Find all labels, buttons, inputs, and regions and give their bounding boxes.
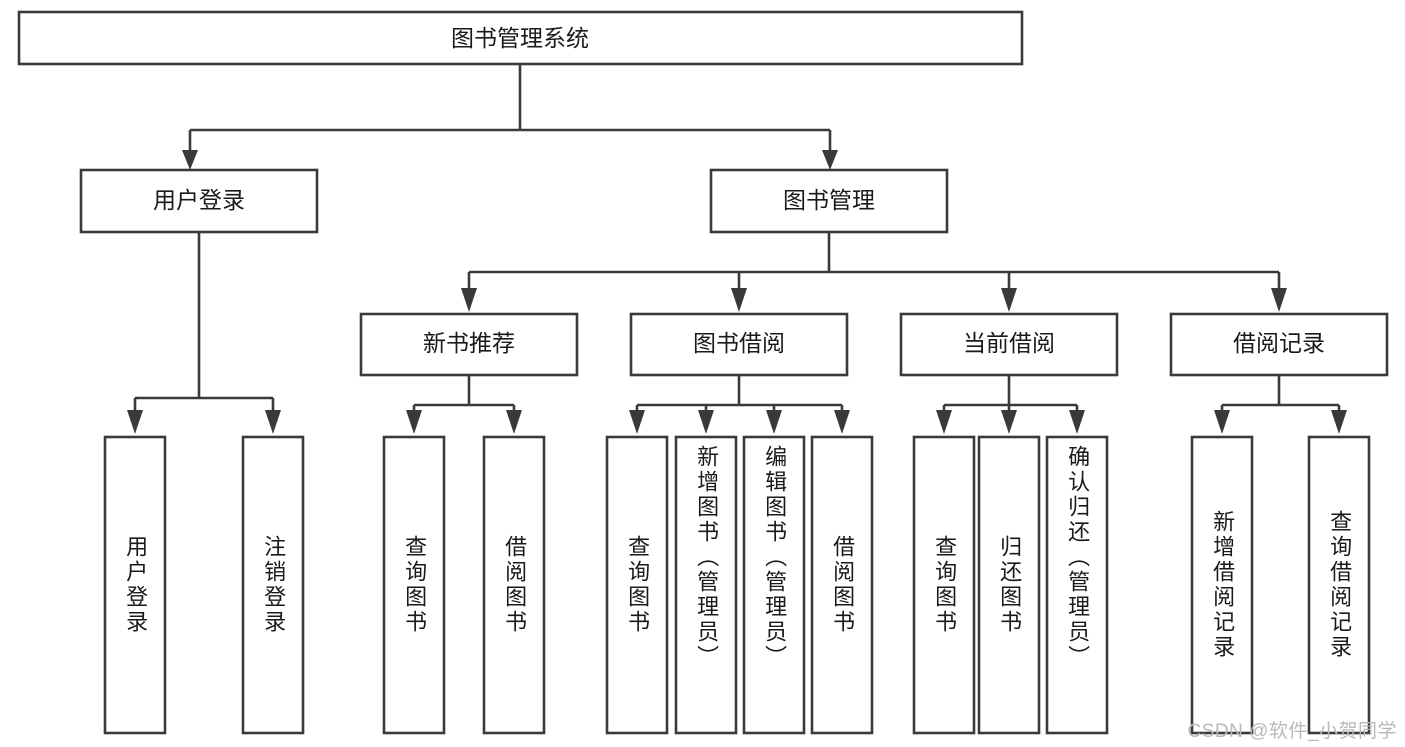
leaf-box-bb-edit-book[interactable]	[742, 435, 806, 735]
leaf-box-cb-confirm-return[interactable]	[1045, 435, 1109, 735]
arrow-nb-leaf-1	[406, 410, 422, 434]
arrow-bb-leaf-3	[766, 410, 782, 434]
arrow-cb-leaf-3	[1069, 410, 1085, 434]
arrow-to-borrow-record	[1271, 288, 1287, 312]
leaf-box-cb-query-book[interactable]	[912, 435, 976, 735]
arrow-to-leaf-user-login	[127, 410, 143, 434]
arrow-br-leaf-2	[1331, 410, 1347, 434]
node-current-borrow-label: 当前借阅	[963, 330, 1055, 356]
node-borrow-record-label: 借阅记录	[1233, 330, 1325, 356]
connector-borrow-record-bus	[1220, 375, 1341, 418]
arrow-br-leaf-1	[1214, 410, 1230, 434]
node-book-borrow-label: 图书借阅	[693, 330, 785, 356]
arrow-to-current-borrow	[1001, 288, 1017, 312]
csdn-watermark: CSDN @软件_小贺同学	[1187, 721, 1397, 742]
leaf-box-cb-return-book[interactable]	[977, 435, 1041, 735]
connector-book-borrow-bus	[635, 375, 844, 418]
leaf-box-bb-add-book[interactable]	[674, 435, 738, 735]
node-user-login-label: 用户登录	[153, 187, 245, 213]
node-new-book-box[interactable]	[359, 312, 579, 377]
leaf-box-nb-query-book[interactable]	[382, 435, 446, 735]
node-root-label: 图书管理系统	[451, 25, 589, 51]
connector-root-bus	[188, 64, 832, 158]
connector-book-manage-bus	[467, 232, 1281, 296]
node-current-borrow-box[interactable]	[899, 312, 1119, 377]
arrow-to-new-book	[461, 288, 477, 312]
node-book-manage-label: 图书管理	[783, 187, 875, 213]
connector-user-login-bus	[133, 232, 275, 418]
leaf-box-nb-borrow-book[interactable]	[482, 435, 546, 735]
arrow-bb-leaf-1	[629, 410, 645, 434]
connector-new-book-bus	[412, 375, 516, 418]
node-user-login-box[interactable]	[79, 168, 319, 234]
leaf-box-bb-query-book[interactable]	[605, 435, 669, 735]
arrow-to-book-borrow	[731, 288, 747, 312]
arrow-to-user-login	[182, 150, 198, 170]
node-root-box[interactable]	[17, 10, 1024, 66]
leaf-box-user-login[interactable]	[103, 435, 167, 735]
leaf-box-br-add-record[interactable]	[1190, 435, 1254, 735]
arrow-bb-leaf-2	[698, 410, 714, 434]
leaf-box-logout[interactable]	[241, 435, 305, 735]
node-new-book-label: 新书推荐	[423, 330, 515, 356]
arrow-cb-leaf-2	[1001, 410, 1017, 434]
arrow-to-leaf-logout	[265, 410, 281, 434]
arrow-nb-leaf-2	[506, 410, 522, 434]
arrow-bb-leaf-4	[834, 410, 850, 434]
leaf-box-bb-borrow-book[interactable]	[810, 435, 874, 735]
arrow-to-book-manage	[822, 150, 838, 170]
arrow-cb-leaf-1	[936, 410, 952, 434]
leaf-box-br-query-record[interactable]	[1307, 435, 1371, 735]
